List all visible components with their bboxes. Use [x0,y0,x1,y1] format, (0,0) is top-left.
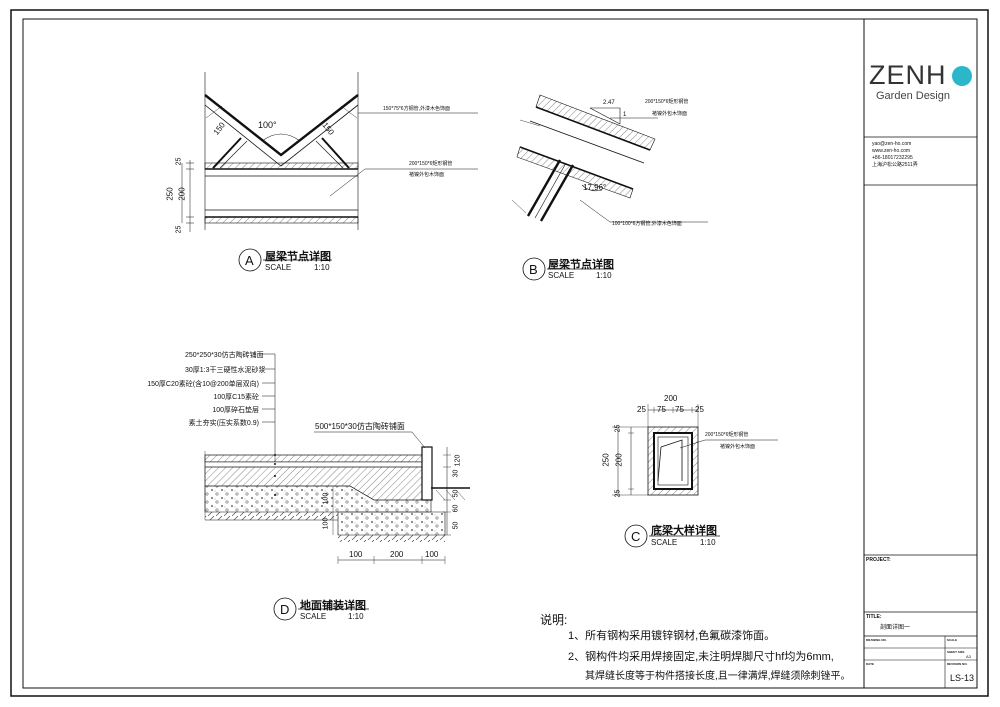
detail-c-dim-width-200: 200 [664,394,678,403]
detail-b-callout-wood-finish: 褚镍外包木饰面 [652,111,688,117]
detail-b-slope-rise: 1 [623,112,627,118]
scale-label: SCALE [947,638,958,642]
detail-c-dim-75-right: 75 [675,405,684,414]
detail-c-title: 底梁大样详图 [651,525,717,537]
revision-label: REVISION NO. [947,662,968,666]
detail-c-letter: C [631,529,641,544]
notes-heading: 说明: [540,613,568,627]
detail-c-dim-75-left: 75 [657,405,666,414]
detail-a-callout-square-tube: 150*75*6方钢管,外漆木色饰面 [383,106,450,112]
detail-d-scale-value: 1:10 [348,612,364,621]
detail-c-scale-value: 1:10 [700,538,716,547]
date-label: DATE [866,662,874,666]
company-website: www.zen-ho.com [872,148,911,154]
detail-d-layer-4: 100厚C15素砼 [213,394,259,401]
detail-c-geometry [612,404,778,548]
detail-a-geometry [181,72,478,272]
detail-c-dim-height-200: 200 [614,453,624,467]
detail-d-dim-bottom-200: 200 [390,550,404,559]
detail-d-dim-right-50a: 50 [452,489,460,498]
detail-a-callout-rect-tube: 200*150*6矩形钢管 [409,161,453,167]
sheet-size-label: SHEET SIZE [947,650,965,654]
detail-a-scale-label: SCALE [265,263,292,272]
detail-d-layer-2: 30厚1:3干三硬性水泥砂浆 [185,367,266,374]
detail-d-dim-bottom-100a: 100 [349,550,363,559]
detail-c-dim-25-bottom: 25 [614,489,622,498]
detail-b-angle: 17.96° [583,183,607,192]
detail-d-dim-right-30: 30 [452,469,460,478]
detail-d-scale-label: SCALE [300,612,327,621]
detail-d-letter: D [280,602,290,617]
detail-a-dim-200: 200 [177,187,187,201]
title-value: 剖面详图一 [880,625,911,631]
detail-d-edge-callout: 500*150*30仿古陶砖铺面 [315,422,405,431]
detail-b-title: 屋梁节点详图 [548,259,614,271]
detail-c-callout-rect-tube: 200*150*6矩形钢管 [705,432,749,438]
detail-b-letter: B [529,262,538,277]
detail-d-dim-right-50b: 50 [452,521,460,530]
detail-d-dim-left-100a: 100 [322,492,330,505]
drawing-no-label: DRAWING NO. [866,638,887,642]
detail-a-title: 屋梁节点详图 [265,251,331,263]
company-logo-text: ZENH [869,60,947,90]
detail-a-callout-wood-finish: 褚镍外包木饰面 [409,172,445,178]
detail-c-dim-25-top: 25 [614,424,622,433]
detail-c-scale-label: SCALE [651,538,678,547]
detail-d-layer-3: 150厚C20素砼(含10@200单层双向) [147,381,259,388]
detail-b-callout-square-tube: 100*100*6方钢管,外漆木色饰面 [612,221,682,227]
detail-b-slope-run: 2.47 [603,100,615,106]
detail-d-dim-left-100b: 100 [322,517,330,530]
detail-b-scale-value: 1:10 [596,271,612,280]
notes-item-2: 2、钢构件均采用焊接固定,未注明焊脚尺寸hf均为6mm, [568,651,834,663]
logo-circle-mark [952,66,972,86]
detail-a-dim-25-bottom: 25 [175,225,183,234]
detail-d-dim-right-60: 60 [452,504,460,513]
detail-a-dim-25-top: 25 [175,157,183,166]
detail-b-geometry [511,94,708,281]
detail-c-dim-height-250: 250 [601,453,611,467]
notes-item-1: 1、所有钢构采用镀锌钢材,色氟碳漆饰面。 [568,630,776,642]
project-label: PROJECT: [866,557,891,563]
company-email: yao@zen-ho.com [872,141,912,147]
company-tagline: Garden Design [876,90,950,102]
detail-c-dim-25-left: 25 [637,405,646,414]
detail-d-layer-6: 素土夯实(压实系数0.9) [188,420,259,427]
detail-a-angle: 100° [258,120,277,130]
detail-d-title: 地面铺装详图 [300,600,366,612]
detail-d-dim-right-120: 120 [454,454,462,467]
detail-d-layer-1: 250*250*30仿古陶砖铺面 [185,352,264,359]
detail-b-scale-label: SCALE [548,271,575,280]
detail-b-callout-rect-tube: 200*150*6矩形钢管 [645,99,689,105]
company-phone: +86-18017232295 [872,155,913,161]
detail-a-letter: A [245,253,254,268]
detail-c-callout-wood-finish: 褚镍外包木饰面 [720,444,756,450]
notes-item-3: 其焊缝长度等于构件搭接长度,且一律满焊,焊缝须除刺锉平。 [585,671,851,682]
title-label: TITLE: [866,614,882,620]
detail-c-dim-25-right: 25 [695,405,704,414]
drawing-number: LS-13 [950,673,975,683]
detail-d-geometry [204,353,470,621]
sheet-size-value: A3 [966,654,971,659]
detail-a-scale-value: 1:10 [314,263,330,272]
detail-a-dim-250: 250 [165,187,175,201]
detail-d-dim-bottom-100b: 100 [425,550,439,559]
detail-d-layer-5: 100厚碎石垫层 [212,407,259,414]
company-address: 上海沪松公路2511弄 [872,162,918,168]
